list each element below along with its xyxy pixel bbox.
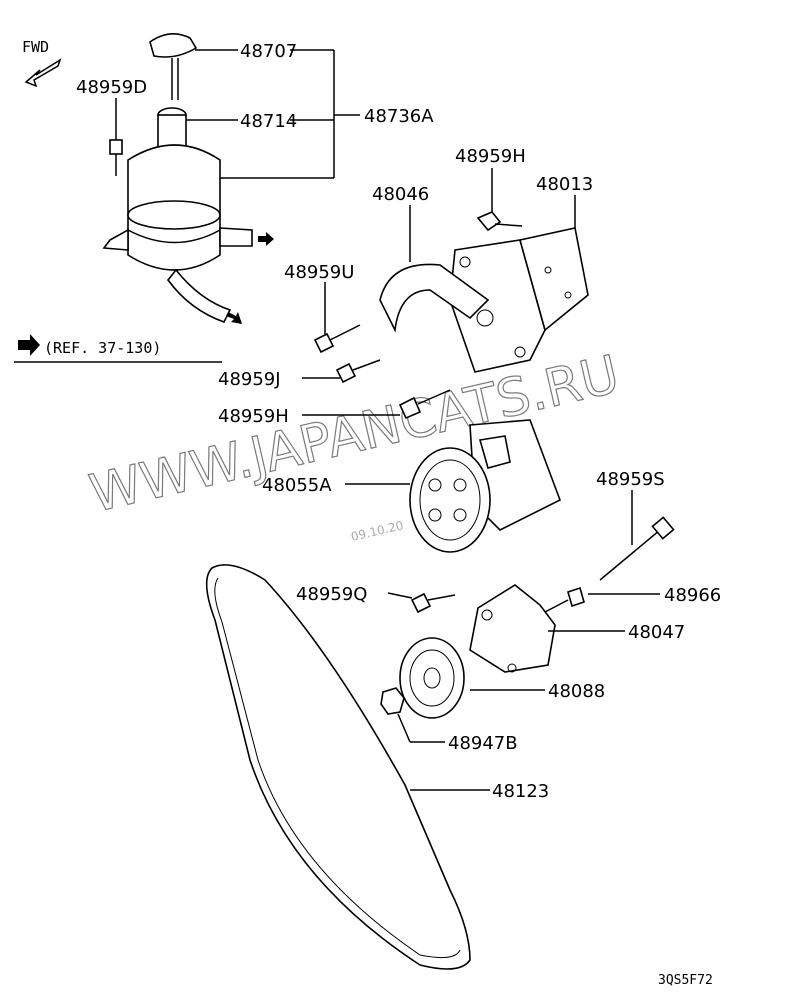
callout-48959U: 48959U (284, 262, 354, 283)
ref-arrow-icon (18, 334, 40, 356)
callout-48714: 48714 (240, 111, 297, 132)
callout-48966: 48966 (664, 585, 721, 606)
callout-48736A: 48736A (364, 106, 434, 127)
bolt-48959D (109, 139, 123, 176)
bolt-48959S (599, 516, 675, 581)
bolt-48959J (335, 359, 381, 384)
fwd-indicator: FWD (22, 38, 62, 88)
watermark-date: 09.10.20 (350, 518, 405, 544)
bolt-48966 (544, 586, 585, 613)
reference-note: (REF. 37-130) (14, 334, 222, 363)
belt-cover (379, 263, 490, 333)
reservoir-tank (102, 144, 253, 323)
bolt-48959Q (410, 592, 456, 614)
callout-48959D: 48959D (76, 77, 147, 98)
callout-48707: 48707 (240, 41, 297, 62)
leader-lines (115, 49, 660, 791)
tensioner-bracket (469, 584, 556, 673)
bolt-48959H-top (476, 211, 523, 232)
outlet-arrow-upper-icon (258, 232, 274, 246)
callout-48959H: 48959H (218, 406, 289, 427)
callout-48013: 48013 (536, 174, 593, 195)
nut-48947B (380, 687, 405, 715)
callout-48088: 48088 (548, 681, 605, 702)
callout-48123: 48123 (492, 781, 549, 802)
bolt-48959H (398, 389, 451, 420)
reservoir-cap (149, 33, 198, 100)
fwd-arrow-icon (24, 58, 62, 88)
outlet-arrow-lower-icon (226, 312, 242, 324)
callout-48046: 48046 (372, 184, 429, 205)
fwd-label: FWD (22, 38, 49, 56)
callout-48959H-top: 48959H (455, 146, 526, 167)
callout-48959J: 48959J (218, 369, 281, 390)
idler-pulley (399, 637, 465, 719)
callout-48947B: 48947B (448, 733, 518, 754)
callout-48959S: 48959S (596, 469, 665, 490)
figure-code: 3QS5F72 (658, 973, 713, 988)
pump-bracket (449, 227, 589, 373)
callout-48047: 48047 (628, 622, 685, 643)
callout-48055A: 48055A (262, 475, 332, 496)
drive-belt (205, 564, 471, 970)
ref-label: (REF. 37-130) (44, 339, 161, 357)
bolt-48959U (313, 324, 361, 354)
power-steering-pump (409, 419, 562, 553)
callout-48959Q: 48959Q (296, 584, 367, 605)
